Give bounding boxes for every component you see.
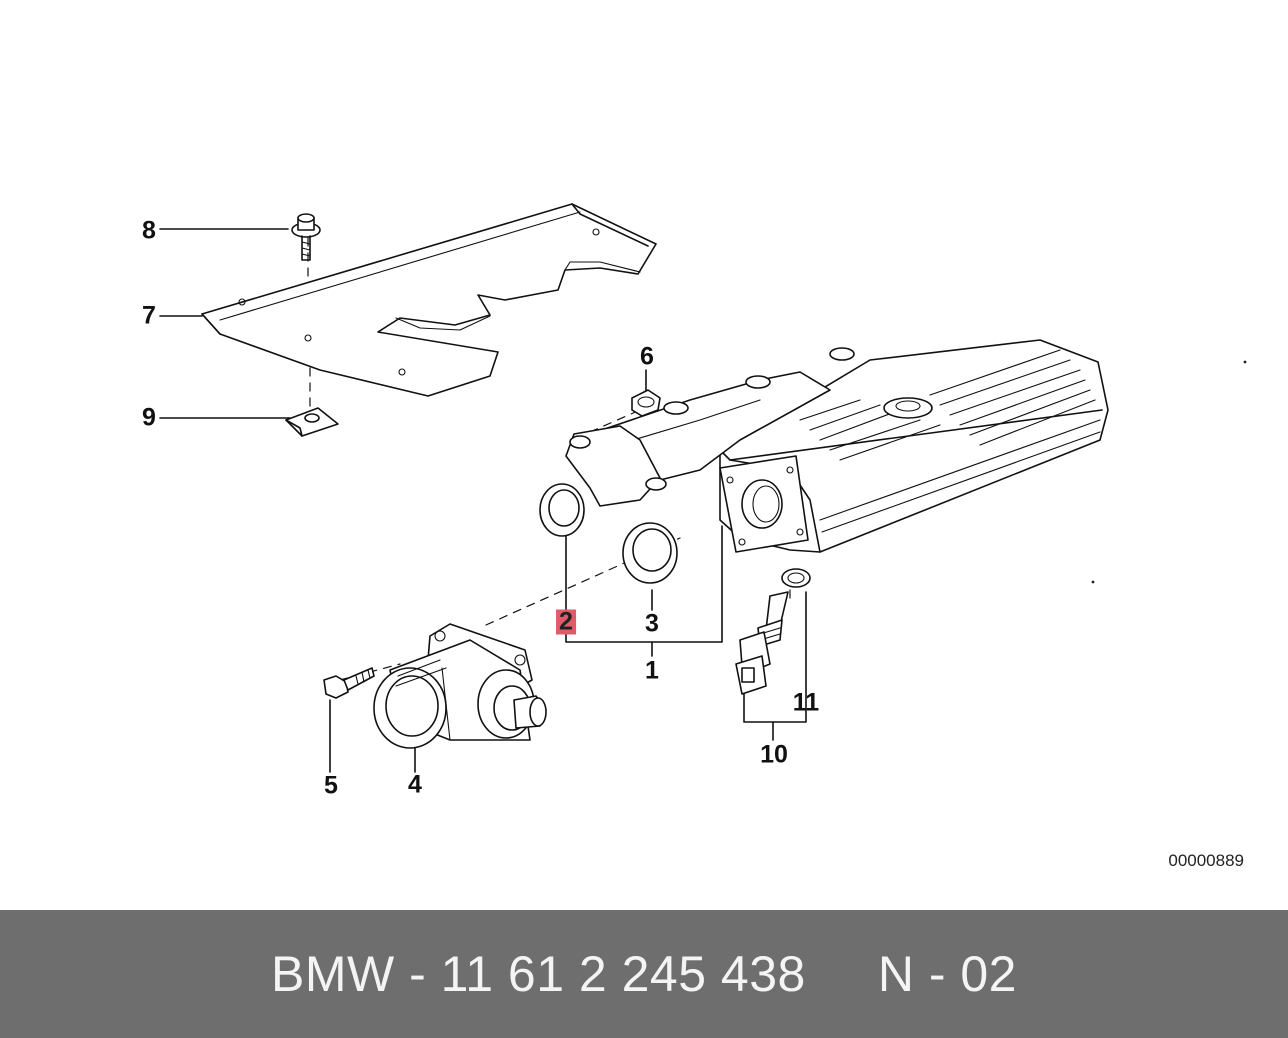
parts-diagram: 8 7 9 6 2 3 1 5 4 11 10 00000889	[142, 203, 1247, 870]
callout-3[interactable]: 3	[645, 609, 659, 638]
callout-11[interactable]: 11	[792, 688, 820, 717]
o-ring-part-11	[781, 568, 811, 588]
callout-7[interactable]: 7	[142, 301, 156, 330]
callout-9[interactable]: 9	[142, 403, 156, 432]
diagram-reference-number: 00000889	[1168, 851, 1244, 870]
leader-lines	[159, 228, 807, 773]
part-number: BMW - 11 61 2 245 438	[270, 946, 806, 1002]
callout-4[interactable]: 4	[408, 770, 422, 799]
footer-spacer	[806, 946, 878, 1002]
temperature-sensor-part-10	[735, 591, 789, 695]
callout-2-highlighted[interactable]: 2	[556, 609, 576, 635]
bolt-part-8	[291, 213, 321, 261]
heat-shield-part-7	[201, 203, 657, 397]
footer-part-info: BMW - 11 61 2 245 438 N - 02	[271, 945, 1017, 1003]
idle-valve-part-4	[373, 623, 547, 749]
footer-bar: BMW - 11 61 2 245 438 N - 02	[0, 910, 1288, 1038]
gasket-ring-part-3	[622, 522, 678, 584]
clip-nut-part-9	[285, 407, 339, 437]
callout-1[interactable]: 1	[645, 656, 659, 685]
callout-8[interactable]: 8	[142, 216, 156, 245]
exploded-view-drawing	[159, 203, 1247, 773]
bolt-part-5	[323, 667, 375, 699]
callout-5[interactable]: 5	[324, 771, 338, 800]
gasket-ring-part-2	[539, 483, 585, 537]
diagram-position: N - 02	[877, 946, 1017, 1002]
callout-6[interactable]: 6	[640, 342, 654, 371]
intake-manifold	[565, 339, 1109, 553]
nut-part-6	[631, 389, 661, 417]
callout-10[interactable]: 10	[760, 740, 788, 769]
